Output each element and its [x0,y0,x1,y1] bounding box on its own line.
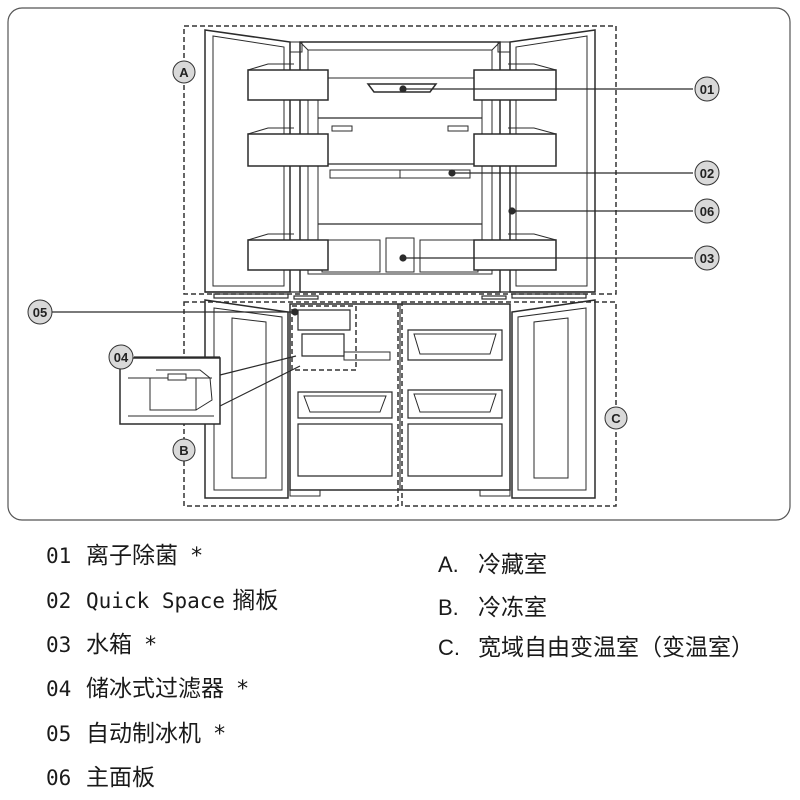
legend-star: * [236,677,250,702]
callout-05: 05 [27,299,53,325]
legend-num: 03 [46,633,72,657]
legend-num: 02 [46,589,72,613]
legend-num: 05 [46,722,72,746]
legend-text: 储冰式过滤器 [86,676,224,702]
leader-lines [52,85,693,358]
fridge-compartment [204,29,596,293]
callout-01: 01 [694,76,720,102]
callout-01-label: 01 [700,82,714,97]
zone-b-label: B [179,443,188,458]
callout-06: 06 [694,198,720,224]
zone-boxes [183,25,617,507]
legend-item-02: 02 Quick Space 搁板 [46,590,278,613]
legend-item-04: 04 储冰式过滤器 * [46,678,249,701]
refrigerator-diagram: 01 02 06 03 05 04 A B C [7,7,791,521]
zone-c-label: C [611,411,621,426]
legend-text: 离子除菌 [86,543,178,569]
zone-legend-text: 宽域自由变温室（变温室） [478,635,754,661]
zone-legend-b: B. 冷冻室 [438,588,547,622]
zone-badge-b: B [172,438,196,462]
zone-box-c [401,301,617,507]
callout-02: 02 [694,160,720,186]
legend-num: 01 [46,544,72,568]
ice-filter-inset [119,355,301,425]
legend-star: * [190,544,204,569]
callout-04-label: 04 [114,350,129,365]
legend-text: 自动制冰机 [86,721,201,747]
zone-legend-text: 冷藏室 [478,552,547,578]
zone-legend-c: C. 宽域自由变温室（变温室） [438,628,754,662]
callout-03-label: 03 [700,251,714,266]
callout-06-label: 06 [700,204,714,219]
zone-legend-letter: B. [438,595,459,620]
zone-a-label: A [179,65,189,80]
zone-box-b [183,301,399,507]
legend-num: 06 [46,766,72,790]
legend-item-06: 06 主面板 [46,767,155,790]
legend-star: * [144,633,158,658]
lower-compartments [204,299,596,499]
zone-legend-text: 冷冻室 [478,595,547,621]
legend-latin: Quick Space [86,589,226,613]
zone-legend-letter: A. [438,552,459,577]
zone-badge-c: C [604,406,628,430]
legend-item-05: 05 自动制冰机 * [46,723,226,746]
legend-star: * [213,722,227,747]
callout-03: 03 [694,245,720,271]
legend-text: 水箱 [86,632,132,658]
zone-badge-a: A [172,60,196,84]
legend-item-03: 03 水箱 * [46,634,157,657]
legend-text: 搁板 [232,588,279,614]
legend-text: 主面板 [86,765,155,791]
legend-item-01: 01 离子除菌 * [46,545,203,568]
zone-box-icemaker [291,305,357,371]
callout-02-label: 02 [700,166,714,181]
callout-04: 04 [108,344,134,370]
zone-legend-letter: C. [438,635,460,660]
zone-box-a [183,25,617,295]
callout-05-label: 05 [33,305,47,320]
zone-legend-a: A. 冷藏室 [438,545,547,579]
legend-num: 04 [46,677,72,701]
